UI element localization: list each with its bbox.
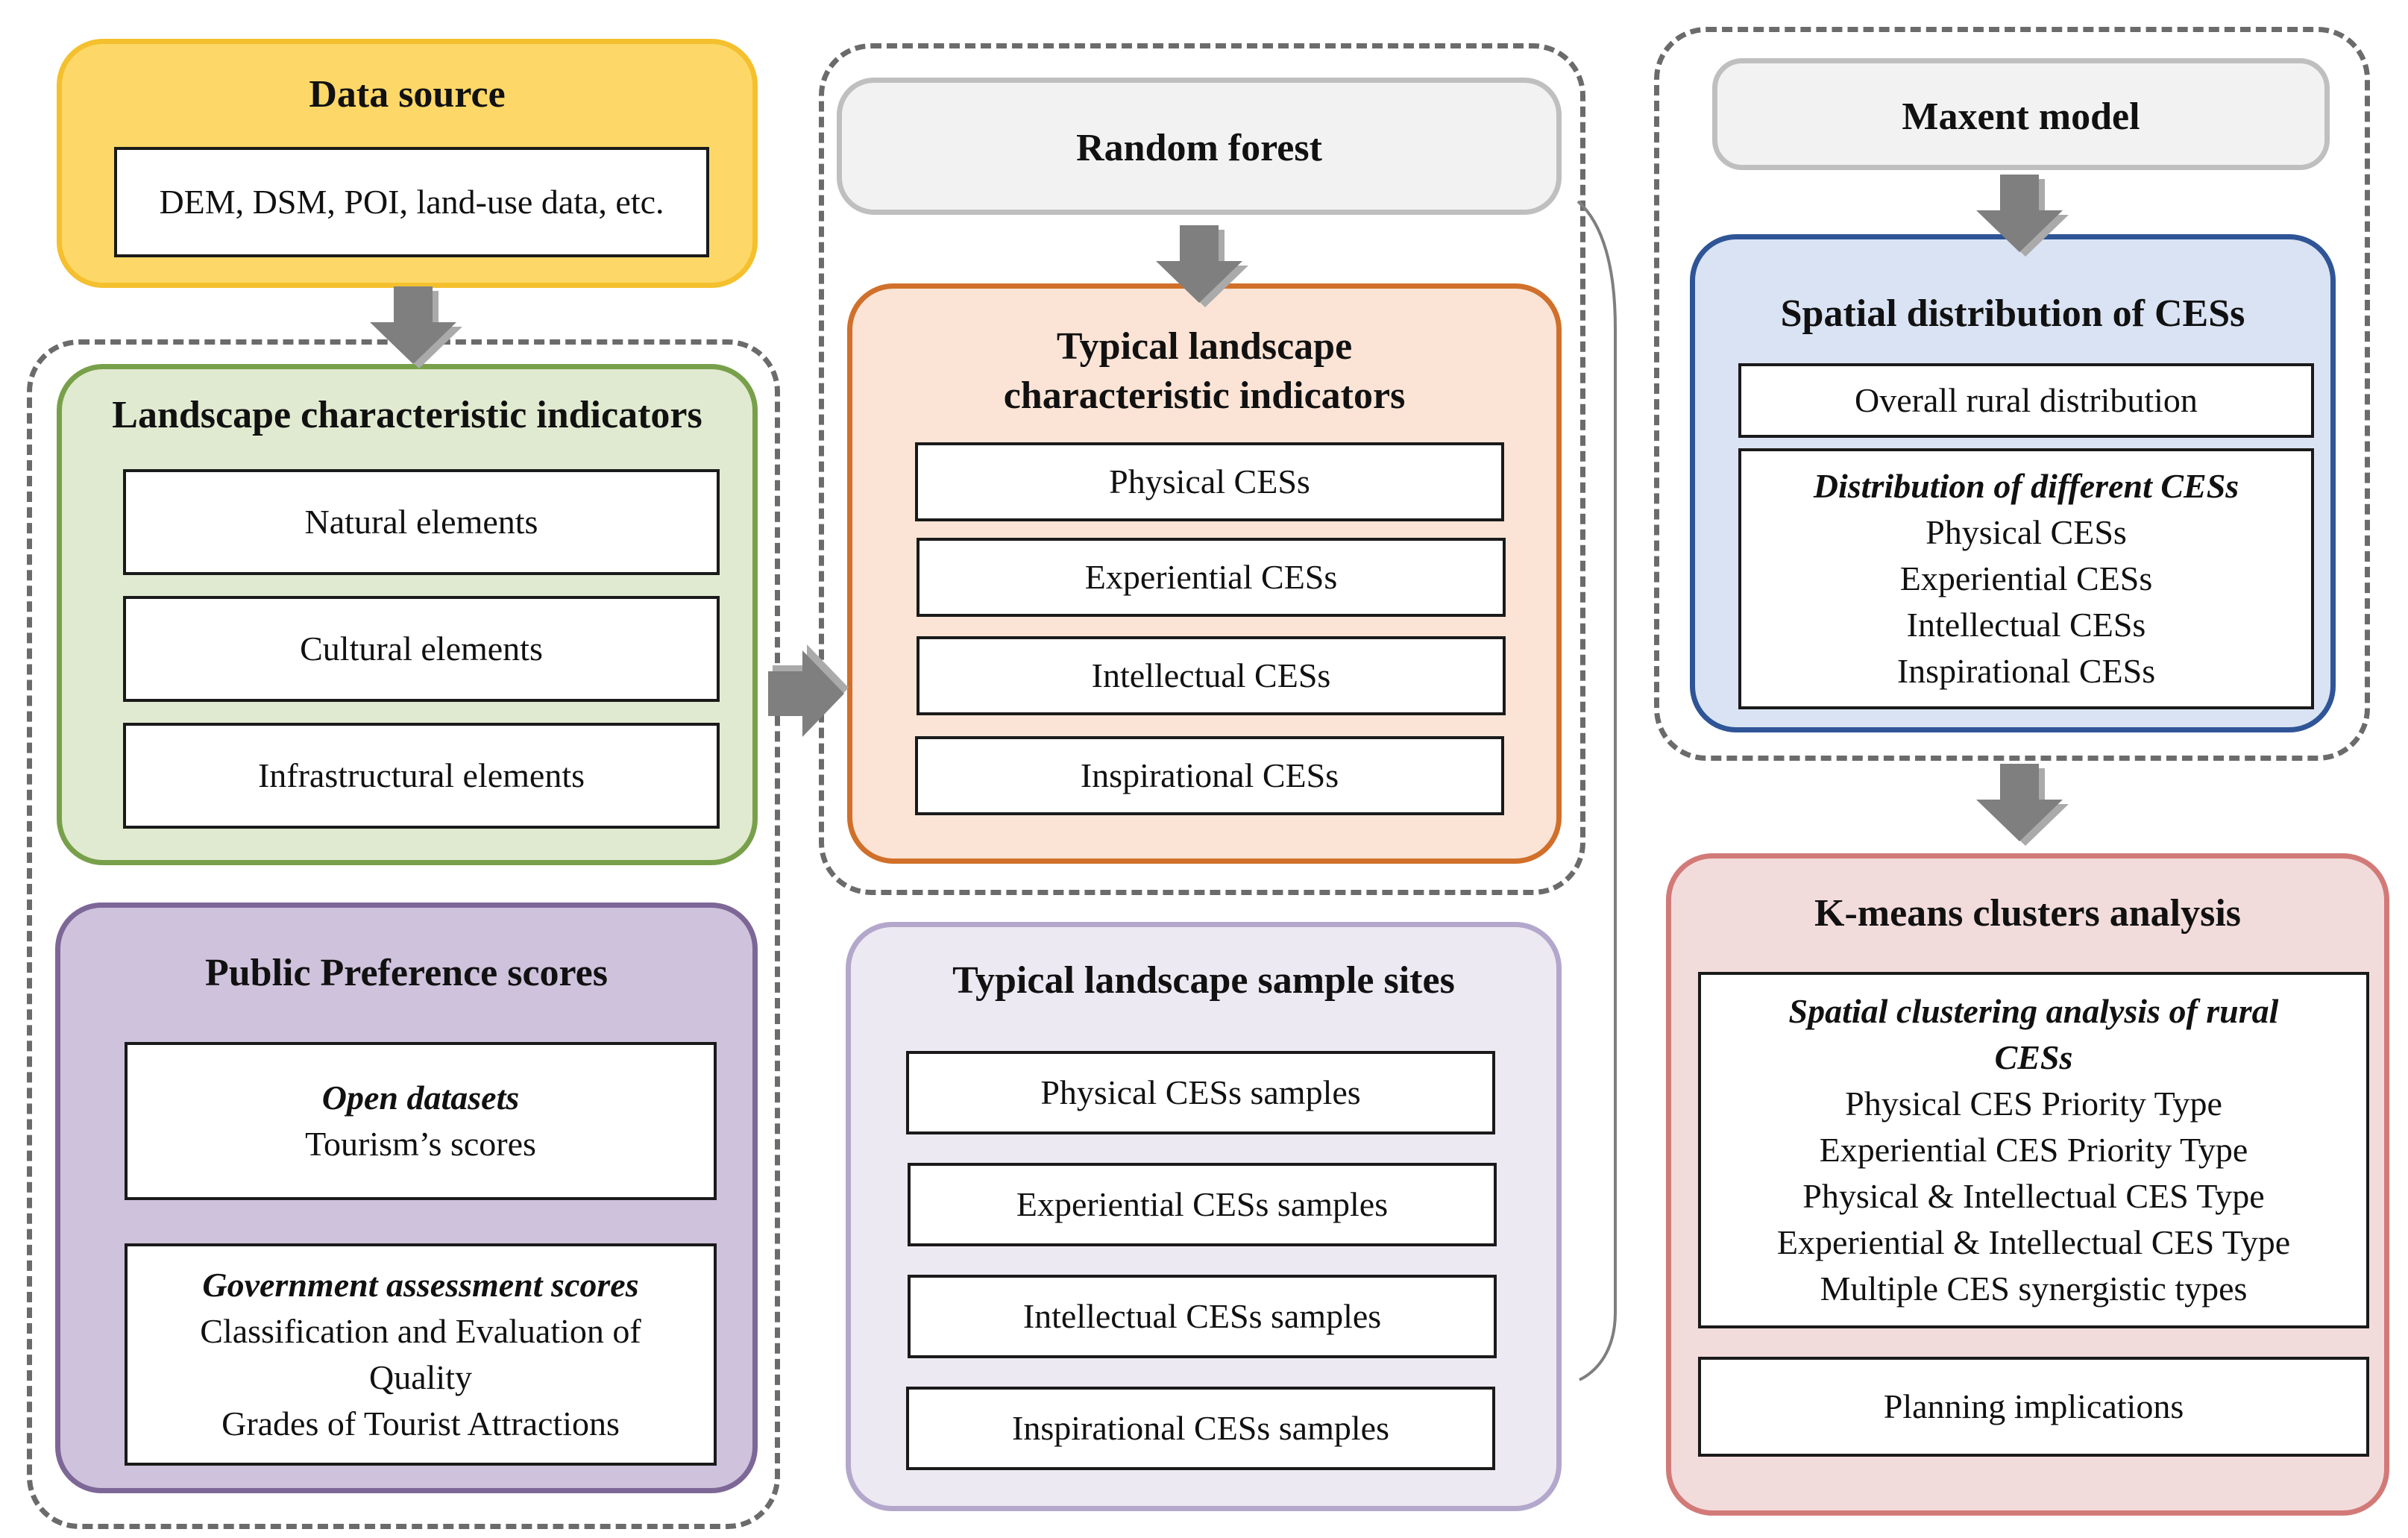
indicator-cultural: Cultural elements	[123, 596, 720, 702]
government-line-1: Classification and Evaluation of	[200, 1312, 641, 1350]
cluster-type-1: Physical CES Priority Type	[1845, 1085, 2222, 1123]
cluster-type-4: Experiential & Intellectual CES Type	[1776, 1223, 2291, 1261]
government-scores-heading: Government assessment scores	[202, 1266, 639, 1304]
right-dashed-group	[1654, 27, 2370, 761]
arrow-down-random-forest-icon	[1156, 225, 1248, 307]
planning-implications-box: Planning implications	[1698, 1357, 2369, 1457]
different-distribution-box: Distribution of different CESs Physical …	[1738, 448, 2314, 709]
landscape-indicators-title: Landscape characteristic indicators	[112, 394, 702, 436]
spatial-clustering-box: Spatial clustering analysis of rural CES…	[1698, 972, 2369, 1328]
typical-indicators-title-line-1: Typical landscape	[1056, 325, 1353, 368]
typical-inspirational: Inspirational CESs	[915, 736, 1504, 815]
maxent-title: Maxent model	[1902, 95, 2140, 138]
spatial-clustering-heading-1: Spatial clustering analysis of rural	[1788, 992, 2279, 1030]
kmeans-panel: K-means clusters analysis Spatial cluste…	[1666, 853, 2389, 1516]
typical-indicators-panel: Typical landscape characteristic indicat…	[847, 283, 1562, 864]
government-line-3: Grades of Tourist Attractions	[221, 1404, 620, 1443]
sample-experiential: Experiential CESs samples	[908, 1163, 1497, 1246]
typical-indicators-title-line-2: characteristic indicators	[1003, 374, 1406, 417]
government-scores-box: Government assessment scores Classificat…	[125, 1243, 717, 1466]
cluster-type-5: Multiple CES synergistic types	[1820, 1269, 2248, 1308]
spatial-distribution-title: Spatial distribution of CESs	[1780, 292, 2245, 335]
distribution-experiential: Experiential CESs	[1899, 559, 2153, 597]
sample-sites-panel: Typical landscape sample sites Physical …	[846, 922, 1562, 1511]
random-forest-panel: Random forest	[837, 78, 1562, 215]
data-source-content: DEM, DSM, POI, land-use data, etc.	[114, 147, 709, 257]
open-datasets-line: Tourism’s scores	[305, 1125, 536, 1163]
spatial-clustering-heading-2: CESs	[1994, 1038, 2073, 1076]
random-forest-title: Random forest	[1076, 127, 1322, 169]
middle-dashed-group	[819, 43, 1585, 895]
open-datasets-heading: Open datasets	[321, 1079, 520, 1117]
maxent-panel: Maxent model	[1712, 58, 2330, 170]
typical-experiential: Experiential CESs	[917, 538, 1506, 617]
sample-sites-title: Typical landscape sample sites	[952, 959, 1455, 1002]
different-distribution-heading: Distribution of different CESs	[1813, 467, 2239, 505]
sample-physical: Physical CESs samples	[906, 1051, 1495, 1134]
cluster-type-3: Physical & Intellectual CES Type	[1802, 1177, 2265, 1215]
government-line-2: Quality	[369, 1358, 472, 1396]
arrow-down-data-source-icon	[370, 286, 462, 368]
typical-intellectual: Intellectual CESs	[917, 636, 1506, 715]
data-source-title: Data source	[309, 73, 506, 116]
typical-physical: Physical CESs	[915, 442, 1504, 521]
indicator-infrastructural: Infrastructural elements	[123, 723, 720, 829]
bracket-connector	[1576, 200, 1617, 1381]
spatial-distribution-panel: Spatial distribution of CESs Overall rur…	[1690, 234, 2336, 732]
landscape-indicators-panel: Landscape characteristic indicators Natu…	[57, 364, 758, 865]
distribution-physical: Physical CESs	[1926, 513, 2127, 551]
kmeans-title: K-means clusters analysis	[1814, 892, 2241, 935]
arrow-right-indicators-icon	[768, 644, 849, 737]
distribution-intellectual: Intellectual CESs	[1906, 606, 2146, 644]
cluster-type-2: Experiential CES Priority Type	[1819, 1131, 2248, 1169]
arrow-down-spatial-icon	[1976, 764, 2069, 846]
overall-distribution-box: Overall rural distribution	[1738, 363, 2314, 438]
public-preference-panel: Public Preference scores Open datasets T…	[55, 903, 758, 1493]
indicator-natural: Natural elements	[123, 469, 720, 575]
sample-intellectual: Intellectual CESs samples	[908, 1275, 1497, 1358]
open-datasets-box: Open datasets Tourism’s scores	[125, 1042, 717, 1200]
public-preference-title: Public Preference scores	[204, 952, 609, 994]
sample-inspirational: Inspirational CESs samples	[906, 1387, 1495, 1470]
data-source-panel: Data source DEM, DSM, POI, land-use data…	[57, 39, 758, 288]
arrow-down-maxent-icon	[1976, 175, 2069, 257]
distribution-inspirational: Inspirational CESs	[1896, 652, 2156, 690]
